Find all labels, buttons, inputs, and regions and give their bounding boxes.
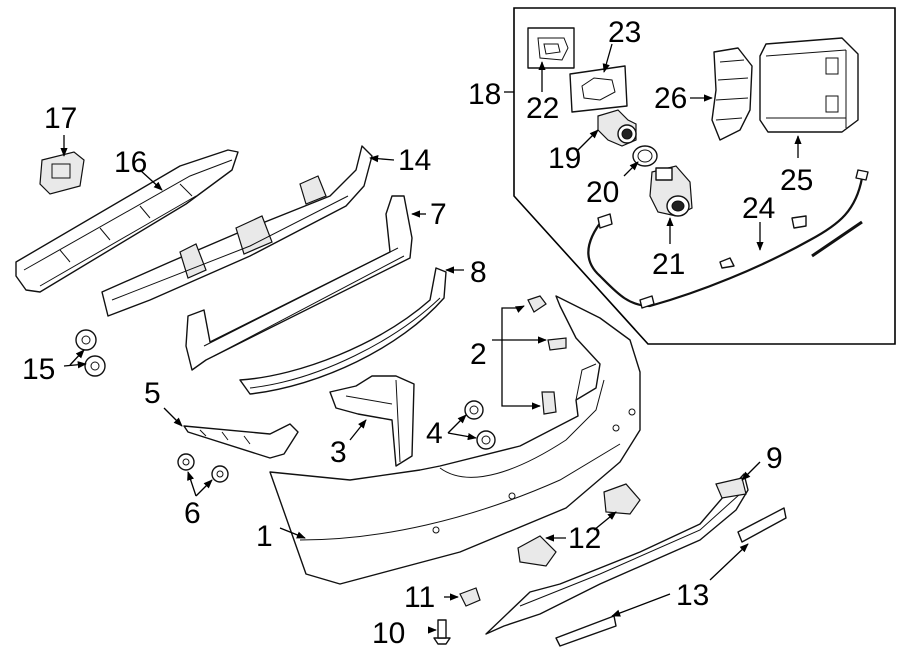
part-8-support-strip[interactable]	[239, 267, 447, 395]
part-24-wiring-harness[interactable]	[587, 169, 869, 309]
callout-25: 25	[780, 164, 813, 197]
part-25-parking-aid-module[interactable]	[759, 37, 859, 133]
callout-20: 20	[586, 176, 619, 209]
part-3-mounting-bracket[interactable]	[329, 375, 415, 467]
callout-26: 26	[654, 82, 687, 115]
part-19-sensor-housing[interactable]	[597, 109, 637, 147]
callout-6: 6	[184, 497, 201, 530]
callout-17: 17	[44, 102, 77, 135]
callout-1: 1	[256, 520, 273, 553]
part-21-parking-sensor[interactable]	[649, 165, 693, 217]
part-9-lower-valance[interactable]	[485, 473, 749, 635]
part-6-clips[interactable]	[177, 453, 229, 483]
part-7-reinforcement[interactable]	[185, 195, 413, 371]
callout-21: 21	[652, 248, 685, 281]
part-17-clip[interactable]	[39, 151, 85, 195]
callout-22: 22	[526, 92, 559, 125]
callout-12: 12	[568, 522, 601, 555]
part-26-module-bracket[interactable]	[711, 47, 753, 141]
part-16-energy-absorber[interactable]	[15, 149, 239, 293]
callout-4: 4	[426, 417, 443, 450]
leader-lines	[60, 43, 802, 634]
callout-14: 14	[398, 144, 431, 177]
part-20-sensor-ring[interactable]	[632, 145, 658, 167]
part-1-bumper-cover[interactable]	[269, 295, 641, 585]
callout-3: 3	[330, 436, 347, 469]
part-12-brackets[interactable]	[517, 483, 641, 567]
part-13-trim-strips[interactable]	[555, 507, 787, 647]
callout-5: 5	[144, 377, 161, 410]
callout-10: 10	[372, 617, 405, 650]
callout-13: 13	[676, 579, 709, 612]
callout-11: 11	[404, 581, 435, 614]
part-22-sensor-bracket-plate[interactable]	[527, 27, 575, 69]
part-14-impact-bar[interactable]	[101, 145, 373, 317]
part-5-side-bracket[interactable]	[183, 423, 299, 459]
callout-18: 18	[468, 78, 501, 111]
part-23-adhesive-pad[interactable]	[569, 65, 628, 113]
callout-15: 15	[22, 353, 55, 386]
callout-24: 24	[742, 192, 775, 225]
part-11-clip[interactable]	[459, 587, 481, 607]
part-15-nuts[interactable]	[75, 329, 106, 377]
callout-8: 8	[470, 256, 487, 289]
callout-23: 23	[608, 16, 641, 49]
callout-7: 7	[430, 198, 447, 231]
part-2-bolts[interactable]	[527, 295, 567, 415]
callout-labels: 1 2 3 4 5 6 7 8 9 10 11 12 13 14 15 16 1…	[22, 16, 813, 650]
callout-9: 9	[766, 442, 783, 475]
part-10-push-pin[interactable]	[433, 619, 451, 645]
callout-16: 16	[114, 146, 147, 179]
callout-2: 2	[470, 338, 487, 371]
part-4-nuts[interactable]	[464, 400, 496, 450]
callout-19: 19	[548, 142, 581, 175]
